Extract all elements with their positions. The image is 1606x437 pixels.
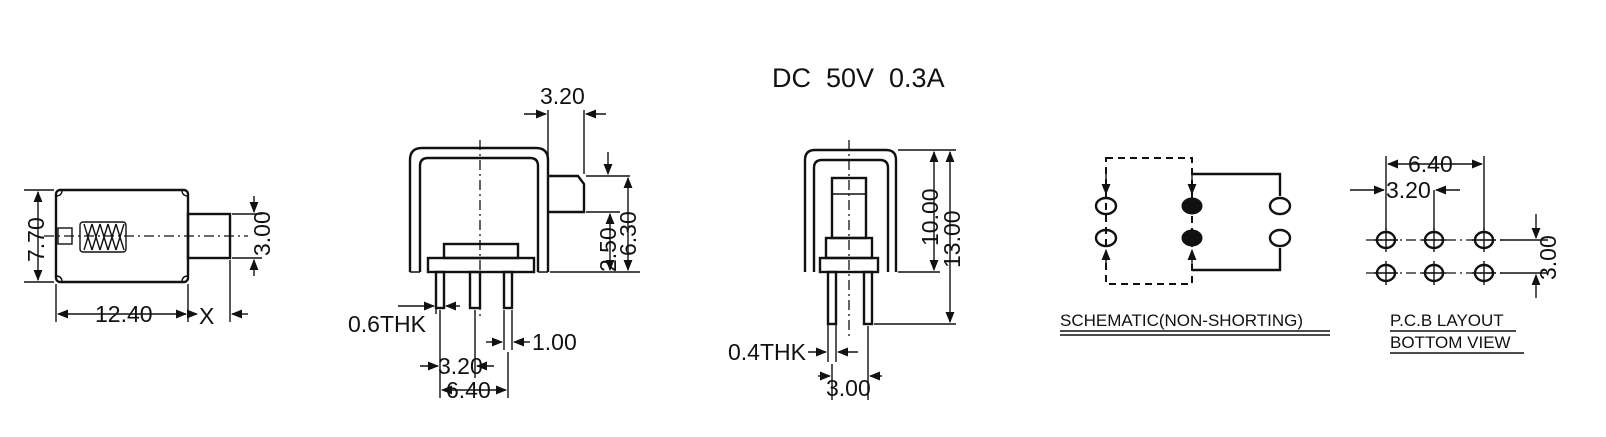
front-view-pin <box>468 270 482 310</box>
dim-b-label: 6.30 <box>615 211 641 256</box>
side-view: 7.70 12.40 X 3.00 <box>23 188 275 329</box>
schematic-caption: SCHEMATIC(NON-SHORTING) <box>1060 311 1303 330</box>
rating-label: DC 50V 0.3A <box>772 63 945 93</box>
terminal-open <box>1094 228 1118 248</box>
pcb-row-label: 3.00 <box>1535 235 1561 280</box>
dim-span-label: 3.00 <box>826 375 871 401</box>
dim-stem-label: 3.00 <box>249 211 275 256</box>
dim-height-label: 7.70 <box>23 217 49 262</box>
front-view: 3.20 2.50 6.30 0.6THK 1.00 3.20 6.40 <box>348 83 641 403</box>
terminal-open <box>1094 196 1118 216</box>
front-view-frame <box>408 146 550 272</box>
dim-a-label: 2.50 <box>595 227 621 272</box>
dim-pin-width-label: 1.00 <box>532 329 577 355</box>
pcb-pad-icon <box>1472 228 1496 252</box>
pcb-caption-line1: P.C.B LAYOUT <box>1390 311 1504 330</box>
pcb-pad-icon <box>1472 261 1496 285</box>
dim-body-label: 10.00 <box>917 188 943 246</box>
pcb-pitch-large-label: 6.40 <box>1408 151 1453 177</box>
pcb-pad-icon <box>1422 261 1446 285</box>
dim-pitch-large-label: 6.40 <box>446 377 491 403</box>
dim-total-label: 13.00 <box>939 210 965 268</box>
end-view-pin <box>826 270 838 326</box>
spring-icon <box>57 221 127 253</box>
dim-travel-label: X <box>199 303 214 329</box>
dim-length-label: 12.40 <box>95 301 153 327</box>
front-view-plunger <box>548 174 586 214</box>
terminal-filled <box>1181 197 1203 215</box>
dim-top-label: 3.20 <box>540 83 585 109</box>
dim-end-thickness-label: 0.4THK <box>728 339 807 365</box>
dim-thickness-label: 0.6THK <box>348 311 427 337</box>
terminal-open <box>1268 196 1292 216</box>
front-view-pin <box>434 270 446 310</box>
schematic: SCHEMATIC(NON-SHORTING) <box>1060 157 1330 336</box>
terminal-filled <box>1181 229 1203 247</box>
pcb-pad-icon <box>1422 228 1446 252</box>
front-view-pin <box>502 270 514 310</box>
pcb-pitch-small-label: 3.20 <box>1386 177 1431 203</box>
end-view-pin <box>862 270 874 326</box>
dim-pitch-small-label: 3.20 <box>438 353 483 379</box>
pcb-pad-icon <box>1374 261 1398 285</box>
schematic-switch-frame <box>1105 157 1193 285</box>
end-view-frame <box>803 148 898 272</box>
pcb-layout: 6.40 3.20 3.00 P.C.B LAYOU <box>1350 151 1561 354</box>
terminal-open <box>1268 228 1292 248</box>
pcb-caption-line2: BOTTOM VIEW <box>1390 333 1511 352</box>
pcb-pad-icon <box>1374 228 1398 252</box>
end-view: 10.00 13.00 0.4THK 3.00 <box>728 140 965 401</box>
